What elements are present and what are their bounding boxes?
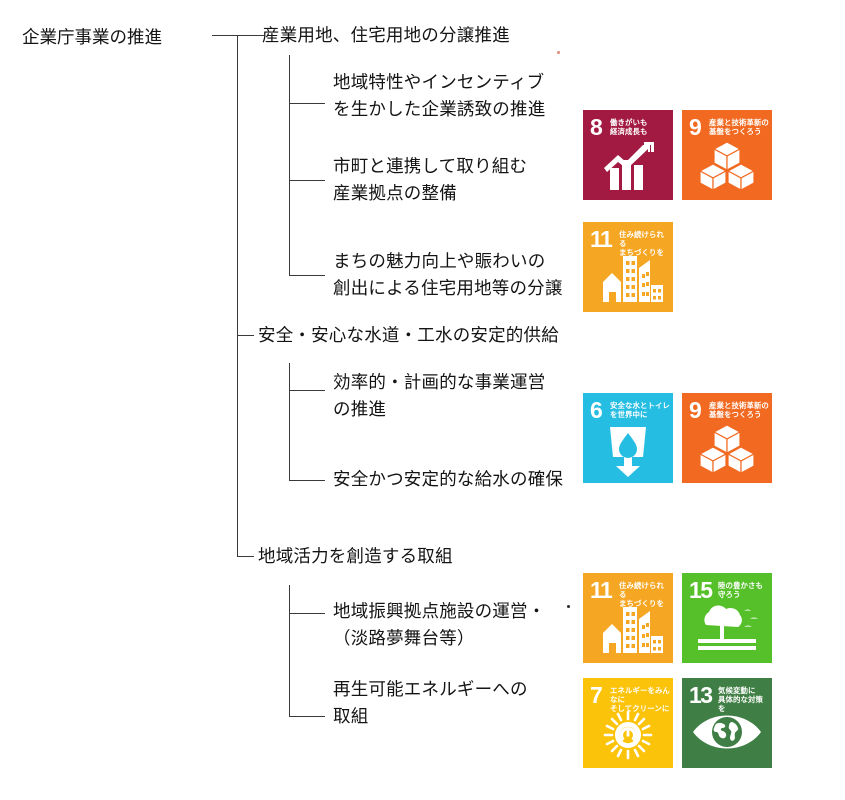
sdg-goal-11-tile: 11 住み続けられる まちづくりを (583, 573, 673, 663)
branch-2-child-2-line (289, 480, 325, 481)
growth-chart-icon (583, 140, 673, 200)
sun-power-icon (583, 708, 673, 768)
leaf-3-1-label: 地域振興拠点施設の運営・ （淡路夢舞台等） (333, 601, 546, 648)
branch-1-child-3-line (289, 275, 325, 276)
sdg-goal-9-title: 産業と技術革新の 基盤をつくろう (709, 401, 769, 420)
diagram-root-title: 企業庁事業の推進 (22, 27, 162, 47)
branch-1-child-1-line (289, 103, 325, 104)
scan-speck (567, 605, 570, 608)
leaf-1-1-label: 地域特性やインセンティブ を生かした企業誘致の推進 (333, 72, 546, 119)
sdg-goal-11-tile: 11 住み続けられる まちづくりを (583, 222, 673, 312)
sdg-goal-11-title: 住み続けられる まちづくりを (619, 230, 664, 258)
sdg-goal-15-title: 陸の豊かさも 守ろう (718, 581, 763, 600)
sdg-goal-11-title: 住み続けられる まちづくりを (619, 581, 664, 609)
sdg-goal-15-number: 15 (689, 577, 713, 603)
sdg-goal-8-number: 8 (590, 114, 603, 140)
leaf-1-3-label: まちの魅力向上や賑わいの 創出による住宅用地等の分譲 (333, 251, 563, 298)
root-connector-line (212, 35, 264, 36)
branch-2-label: 安全・安心な水道・工水の安定的供給 (258, 325, 559, 345)
sdg-goal-6-number: 6 (590, 397, 603, 423)
scan-speck (557, 51, 560, 54)
sdg-goal-7-tile: 7 エネルギーをみんなに そしてクリーンに (583, 678, 673, 768)
main-spine-line (237, 35, 238, 557)
branch-1-subspine-line (289, 55, 290, 275)
leaf-1-2-label: 市町と連携して取り組む 産業拠点の整備 (333, 156, 528, 203)
sdg-goal-13-number: 13 (689, 682, 713, 708)
branch-3-subspine-line (289, 585, 290, 716)
branch-3-connector-line (237, 556, 254, 557)
sdg-goal-7-title: エネルギーをみんなに そしてクリーンに (610, 686, 670, 714)
branch-2-child-1-line (289, 390, 325, 391)
branch-3-label: 地域活力を創造する取組 (258, 546, 453, 566)
sdg-goal-9-title: 産業と技術革新の 基盤をつくろう (709, 118, 769, 137)
sdg-goal-15-tile: 15 陸の豊かさも 守ろう (682, 573, 772, 663)
sdg-goal-13-title: 気候変動に 具体的な対策を (718, 686, 763, 714)
city-buildings-icon (583, 603, 673, 663)
sdg-goal-9-number: 9 (689, 397, 702, 423)
sdg-goal-9-tile: 9 産業と技術革新の 基盤をつくろう (682, 110, 772, 200)
sdg-goal-7-number: 7 (590, 682, 603, 708)
branch-1-child-2-line (289, 180, 325, 181)
leaf-2-2-label: 安全かつ安定的な給水の確保 (333, 469, 564, 489)
sdg-goal-9-tile: 9 産業と技術革新の 基盤をつくろう (682, 393, 772, 483)
branch-3-child-1-line (289, 613, 325, 614)
sdg-goal-6-tile: 6 安全な水とトイレ を世界中に (583, 393, 673, 483)
sdg-goal-6-title: 安全な水とトイレ を世界中に (610, 401, 670, 420)
sdg-goal-13-tile: 13 気候変動に 具体的な対策を (682, 678, 772, 768)
cubes-icon (682, 140, 772, 200)
sdg-goal-9-number: 9 (689, 114, 702, 140)
city-buildings-icon (583, 252, 673, 312)
sdg-goal-11-number: 11 (590, 577, 613, 603)
leaf-2-1-label: 効率的・計画的な事業運営 の推進 (333, 372, 546, 419)
tree-land-icon (682, 603, 772, 663)
branch-1-label: 産業用地、住宅用地の分譲推進 (262, 25, 510, 45)
branch-3-child-2-line (289, 716, 325, 717)
cubes-icon (682, 423, 772, 483)
sdg-goal-8-tile: 8 働きがいも 経済成長も (583, 110, 673, 200)
eye-globe-icon (682, 708, 772, 768)
water-glass-icon (583, 423, 673, 483)
branch-2-subspine-line (289, 363, 290, 480)
sdg-goal-8-title: 働きがいも 経済成長も (610, 118, 648, 137)
branch-2-connector-line (237, 335, 254, 336)
leaf-3-2-label: 再生可能エネルギーへの 取組 (333, 679, 528, 726)
sdg-goal-11-number: 11 (590, 226, 613, 252)
